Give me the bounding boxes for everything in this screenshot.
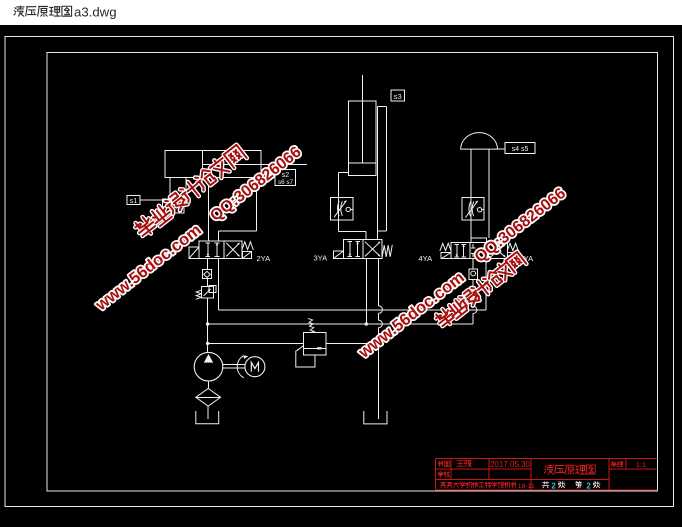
svg-text:4YA: 4YA xyxy=(419,254,433,263)
svg-text:s1: s1 xyxy=(130,198,138,205)
svg-text:1:1: 1:1 xyxy=(636,460,646,469)
svg-text:18-11: 18-11 xyxy=(518,483,535,490)
svg-text:3YA: 3YA xyxy=(314,254,328,263)
svg-text:s2: s2 xyxy=(282,172,290,179)
svg-text:a3.dwg: a3.dwg xyxy=(74,5,117,20)
svg-text:2017.05.30: 2017.05.30 xyxy=(490,460,531,469)
svg-text:2: 2 xyxy=(551,481,556,490)
svg-text:5YA: 5YA xyxy=(520,254,534,263)
svg-text:s6 s7: s6 s7 xyxy=(278,179,294,186)
svg-text:s3: s3 xyxy=(394,92,402,101)
svg-text:2YA: 2YA xyxy=(257,254,271,263)
svg-text:2: 2 xyxy=(586,481,591,490)
svg-text:s4 s5: s4 s5 xyxy=(512,146,529,153)
